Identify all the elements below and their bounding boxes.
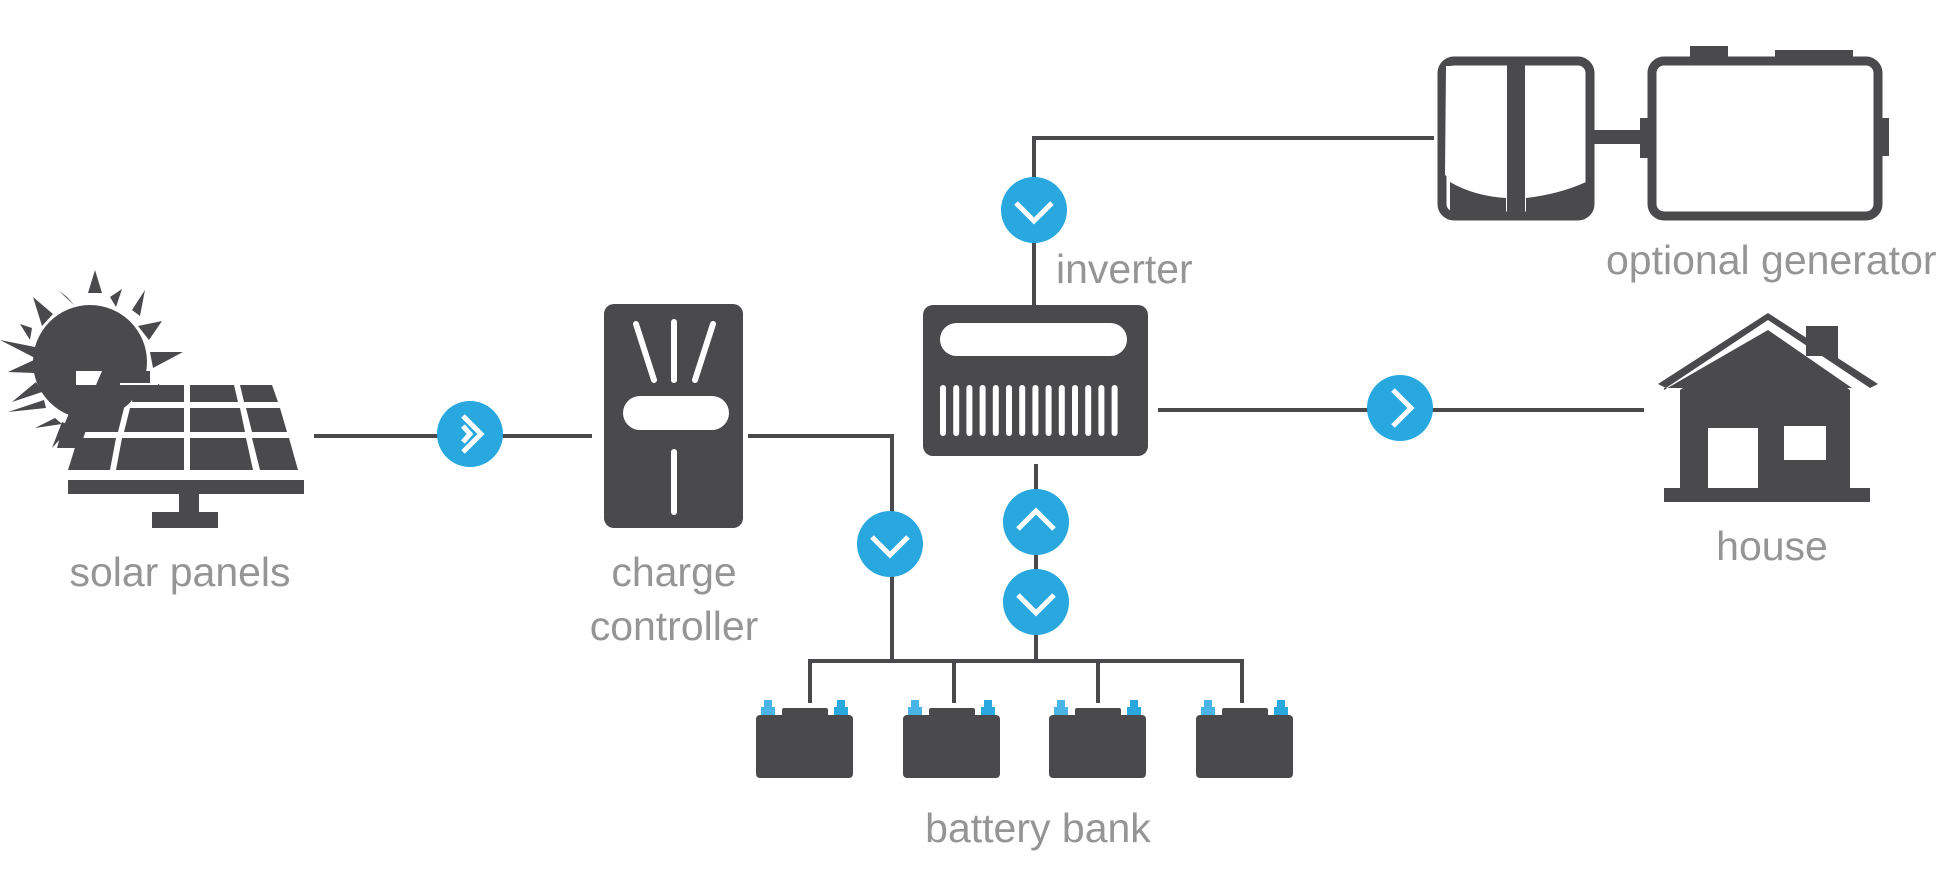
inverter-vent — [966, 385, 973, 436]
house-icon — [1658, 313, 1878, 502]
inverter-vent — [1058, 385, 1065, 436]
inverter-vent — [1006, 385, 1012, 436]
battery-icon — [756, 700, 853, 778]
inverter-label: inverter — [1056, 246, 1193, 292]
arrow-solar-to-controller — [437, 401, 503, 467]
optional-generator-label: optional generator — [1606, 237, 1937, 283]
arrow-batteries-to-inverter — [1003, 489, 1069, 555]
solar-panels-icon — [0, 270, 304, 528]
arrow-inverter-to-batteries — [1003, 569, 1069, 635]
inverter-icon — [923, 305, 1148, 456]
battery-bank-icon — [756, 700, 1293, 778]
battery-bank-label: battery bank — [925, 805, 1151, 851]
inverter-vent — [940, 385, 946, 436]
arrow-generator-to-inverter — [1001, 177, 1067, 243]
wire-generator-to-inverter — [1032, 136, 1434, 305]
charge-controller-label-line2: controller — [590, 603, 759, 649]
house-label: house — [1716, 523, 1828, 569]
solar-panels-label: solar panels — [69, 549, 290, 595]
inverter-vent — [1045, 385, 1052, 436]
arrow-controller-to-batteries — [857, 511, 923, 577]
inverter-vent — [979, 385, 986, 436]
battery-icon — [903, 700, 1000, 778]
battery-icon — [1196, 700, 1293, 778]
battery-icon — [1049, 700, 1146, 778]
inverter-vent — [1019, 385, 1026, 436]
panel-array — [57, 371, 304, 528]
inverter-vent — [1111, 385, 1118, 436]
inverter-vent — [992, 385, 999, 436]
charge-controller-label-line1: charge — [611, 549, 736, 595]
wire-controller-to-batteries — [748, 434, 894, 662]
inverter-vent — [953, 385, 960, 436]
inverter-vent — [1098, 385, 1105, 436]
optional-generator-icon — [1437, 46, 1889, 221]
arrow-inverter-to-house — [1367, 375, 1433, 441]
inverter-vent — [1032, 385, 1039, 436]
inverter-vent — [1085, 385, 1092, 436]
charge-controller-icon — [604, 304, 743, 528]
inverter-vent — [1072, 385, 1078, 436]
